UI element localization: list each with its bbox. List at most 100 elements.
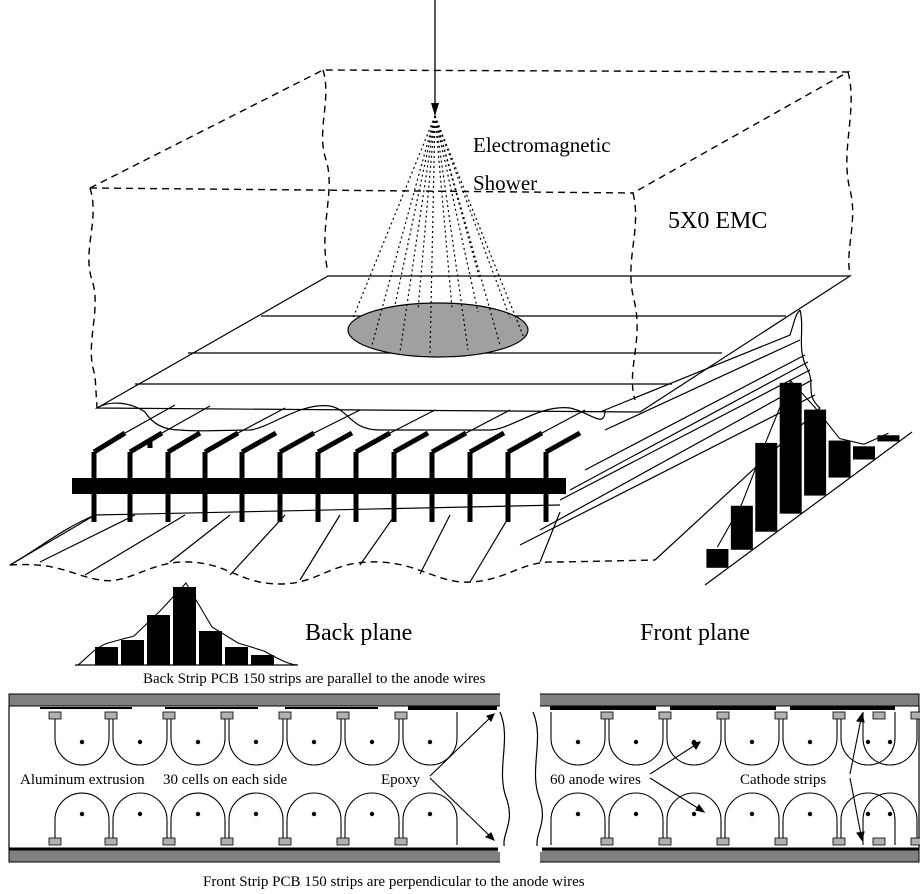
emc-block — [88, 69, 854, 409]
epoxy-pad-bottom — [104, 837, 118, 846]
epoxy-pad-top — [910, 711, 920, 720]
cathode-strips-label: Cathode strips — [740, 772, 826, 788]
anode-wire-top — [195, 739, 201, 745]
front-histogram-bar — [852, 446, 875, 460]
epoxy-pad-bottom — [716, 837, 730, 846]
epoxy-pad-top — [162, 711, 176, 720]
anode-wire-top — [369, 739, 375, 745]
shower-footprint — [347, 302, 529, 358]
epoxy-pad-top — [600, 711, 614, 720]
anode-wire-top — [79, 739, 85, 745]
anode-wire-bottom — [79, 811, 85, 817]
back-plane-histogram — [75, 582, 299, 666]
epoxy-pad-bottom — [336, 837, 350, 846]
front-plane-label: Front plane — [640, 620, 750, 646]
anode-wire-top — [633, 739, 639, 745]
epoxy-pad-bottom — [394, 837, 408, 846]
back-histogram-bar — [225, 647, 248, 665]
epoxy-pad-top — [48, 711, 62, 720]
epoxy-pad-bottom — [832, 837, 846, 846]
epoxy-pad-top — [658, 711, 672, 720]
epoxy-pad-top — [832, 711, 846, 720]
cell-top — [170, 712, 226, 766]
anode-wires-label: 60 anode wires — [550, 772, 641, 788]
back-histogram-bar — [121, 640, 144, 665]
cell-bottom — [782, 792, 838, 845]
front-plane-histogram — [704, 379, 913, 586]
cell-top — [228, 712, 284, 766]
back-histogram-bar — [173, 587, 196, 665]
cell-bottom — [666, 792, 722, 845]
cell-bottom — [344, 792, 400, 845]
epoxy-label: Epoxy — [381, 772, 421, 788]
epoxy-pad-top — [872, 711, 886, 720]
anode-wire-bottom — [691, 811, 697, 817]
epoxy-pad-bottom — [872, 837, 886, 846]
cell-top — [666, 712, 722, 766]
epoxy-pad-bottom — [600, 837, 614, 846]
epoxy-pad-top — [336, 711, 350, 720]
epoxy-pad-bottom — [658, 837, 672, 846]
anode-wire-top — [807, 739, 813, 745]
anode-wire-top — [749, 739, 755, 745]
back-histogram-curve — [77, 582, 299, 666]
anode-wire-combs — [72, 404, 586, 522]
cell-bottom — [724, 792, 780, 845]
shower-cone — [352, 115, 525, 356]
anode-wire-bottom — [311, 811, 317, 817]
cell-bottom — [402, 792, 458, 845]
front-histogram-bar — [828, 440, 851, 478]
back-histogram-bar — [147, 615, 170, 665]
epoxy-pad-top — [278, 711, 292, 720]
anode-wire-bottom — [633, 811, 639, 817]
cell-bottom — [550, 792, 606, 845]
cell-top — [286, 712, 342, 766]
anode-wire-bottom — [807, 811, 813, 817]
anode-wire-top — [887, 739, 893, 745]
back-histogram-bar — [95, 647, 118, 665]
cell-bottom — [286, 792, 342, 845]
cell-top — [402, 712, 458, 766]
cell-top — [862, 712, 918, 766]
front-histogram-bar — [730, 505, 753, 550]
front-histogram-bar — [877, 435, 900, 442]
cell-top — [550, 712, 606, 766]
emc-label: 5X0 EMC — [668, 208, 767, 234]
cells-top-row — [48, 711, 920, 766]
cell-top — [608, 712, 664, 766]
epoxy-pad-bottom — [48, 837, 62, 846]
cell-bottom — [608, 792, 664, 845]
anode-wire-bottom — [137, 811, 143, 817]
back-strip-pcb — [8, 693, 920, 707]
front-histogram-baseline — [704, 431, 913, 586]
epoxy-pad-bottom — [162, 837, 176, 846]
epoxy-pad-top — [716, 711, 730, 720]
anode-wire-top — [427, 739, 433, 745]
cell-top — [344, 712, 400, 766]
anode-wire-bottom — [887, 811, 893, 817]
front-histogram-bar — [779, 382, 802, 514]
anode-wire-top — [311, 739, 317, 745]
anode-wire-bottom — [253, 811, 259, 817]
anode-wire-top — [865, 739, 871, 745]
cell-bottom — [170, 792, 226, 845]
cells-bottom-row — [48, 792, 920, 846]
anode-wire-bottom — [575, 811, 581, 817]
front-histogram-bar — [755, 442, 778, 532]
back-strip-caption: Back Strip PCB 150 strips are parallel t… — [143, 671, 486, 687]
epoxy-pad-top — [104, 711, 118, 720]
front-strip-pcb — [8, 849, 920, 863]
cells-label: 30 cells on each side — [163, 772, 287, 788]
epoxy-pad-top — [394, 711, 408, 720]
anode-wire-top — [253, 739, 259, 745]
anode-wire-bottom — [427, 811, 433, 817]
cell-top — [840, 712, 896, 766]
annotation-arrows — [429, 712, 865, 842]
anode-wire-top — [575, 739, 581, 745]
incoming-particle — [431, 0, 439, 116]
anode-wire-bottom — [195, 811, 201, 817]
cell-bottom — [54, 792, 110, 845]
cell-bottom — [840, 792, 896, 845]
anode-wire-bottom — [369, 811, 375, 817]
shower-label-line1: Electromagnetic — [473, 133, 611, 157]
